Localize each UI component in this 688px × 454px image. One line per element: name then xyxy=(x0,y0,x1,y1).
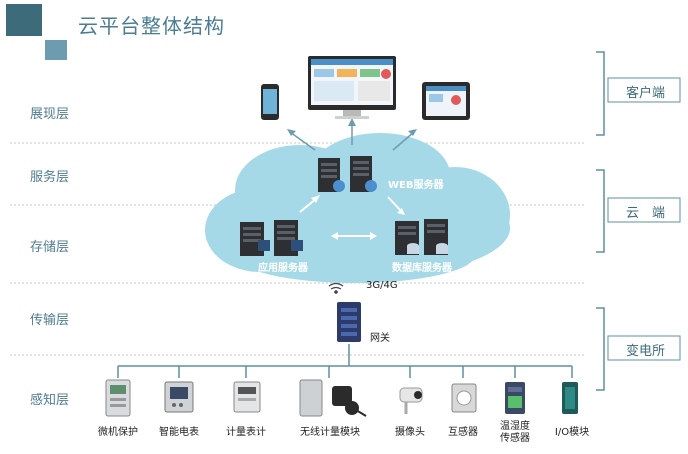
web-server-label: WEB服务器 xyxy=(388,180,444,191)
layer-label-storage: 存储层 xyxy=(30,240,70,255)
app-server-icon xyxy=(240,220,303,256)
smart-meter-icon xyxy=(164,381,194,413)
db-server-label: 数据库服务器 xyxy=(392,263,452,274)
layer-label-service: 服务层 xyxy=(30,170,70,185)
client-arrowheads xyxy=(287,118,417,136)
wifi-icon xyxy=(328,282,344,294)
device-label: 互感器 xyxy=(448,427,478,438)
device-label: I/O模块 xyxy=(554,427,590,438)
device-bus xyxy=(117,344,573,378)
smartphone-icon xyxy=(261,84,279,120)
tablet-icon xyxy=(422,82,470,120)
device-label: 无线计量模块 xyxy=(300,427,360,438)
desktop-monitor-icon xyxy=(308,56,396,119)
cloud-shape xyxy=(205,133,510,283)
layer-label-perception: 感知层 xyxy=(30,393,70,408)
humidity-sensor-icon xyxy=(505,382,525,414)
wireless-meter-module-icon xyxy=(299,379,367,417)
side-brackets xyxy=(596,51,605,391)
device-label: 智能电表 xyxy=(159,427,199,438)
page-title: 云平台整体结构 xyxy=(78,14,225,38)
layer-label-transport: 传输层 xyxy=(30,313,70,328)
side-label-substation: 变电所 xyxy=(626,344,666,359)
device-label: 温湿度 传感器 xyxy=(500,421,530,444)
cloud-arrowheads xyxy=(311,195,405,240)
side-label-cloud: 云 端 xyxy=(626,206,666,221)
logo-block-large xyxy=(6,4,42,36)
protection-relay-icon xyxy=(105,379,131,417)
logo-block-small xyxy=(45,40,67,60)
camera-icon xyxy=(399,387,423,414)
meter-icon xyxy=(233,381,261,413)
client-bracket xyxy=(596,51,605,136)
client-box xyxy=(607,77,681,103)
side-label-client: 客户端 xyxy=(626,86,666,101)
cloud-bracket xyxy=(596,169,605,253)
app-server-label: 应用服务器 xyxy=(258,263,308,274)
layer-label-presentation: 展现层 xyxy=(30,107,70,122)
cloud-box xyxy=(607,197,681,223)
gateway-icon xyxy=(337,302,361,342)
database-server-icon xyxy=(395,219,448,255)
substation-bracket xyxy=(596,307,605,391)
device-label: 摄像头 xyxy=(395,427,425,438)
signal-label: 3G/4G xyxy=(366,280,398,291)
substation-box xyxy=(607,335,681,361)
gateway-label: 网关 xyxy=(370,333,390,344)
device-label: 微机保护 xyxy=(98,427,138,438)
web-server-icon xyxy=(318,156,377,192)
transformer-icon xyxy=(451,383,477,413)
device-label: 计量表计 xyxy=(226,427,266,438)
io-module-icon xyxy=(562,382,578,414)
